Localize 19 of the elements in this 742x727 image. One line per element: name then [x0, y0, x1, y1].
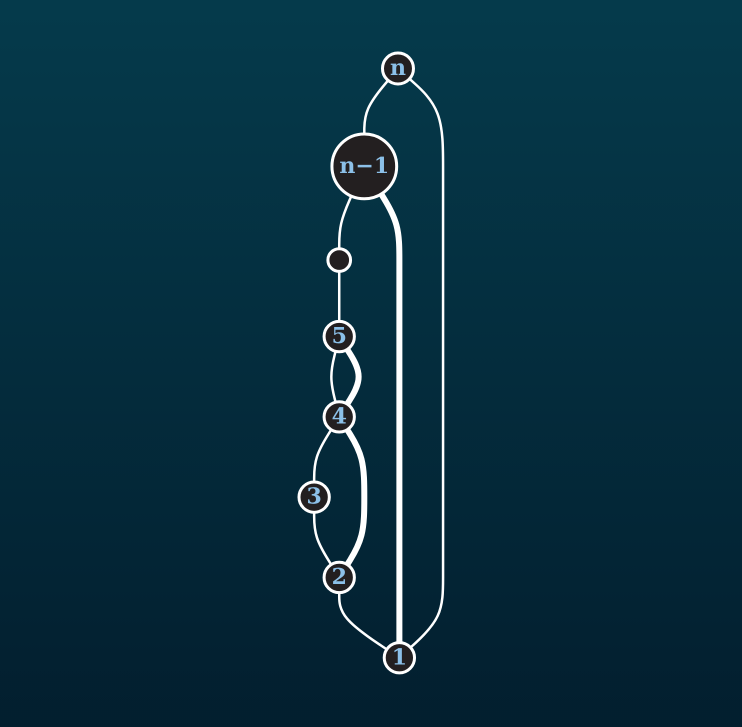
connector — [338, 592, 388, 651]
node-circle: 2 — [322, 561, 356, 594]
node-circle: 1 — [382, 641, 416, 675]
node-circle: 4 — [322, 400, 356, 434]
node-circle: n — [380, 52, 415, 86]
connector — [378, 192, 402, 643]
node-circle — [326, 248, 352, 274]
connector — [408, 78, 444, 649]
node-circle: n−1 — [330, 132, 398, 201]
connector — [330, 351, 337, 403]
connector — [344, 428, 368, 567]
connector — [338, 272, 340, 322]
connector — [312, 429, 332, 482]
node-circle: 3 — [297, 480, 331, 514]
connector — [344, 348, 362, 406]
node-circle: 5 — [322, 320, 356, 354]
connector — [338, 196, 352, 250]
connector — [363, 80, 389, 134]
connector — [312, 512, 332, 566]
